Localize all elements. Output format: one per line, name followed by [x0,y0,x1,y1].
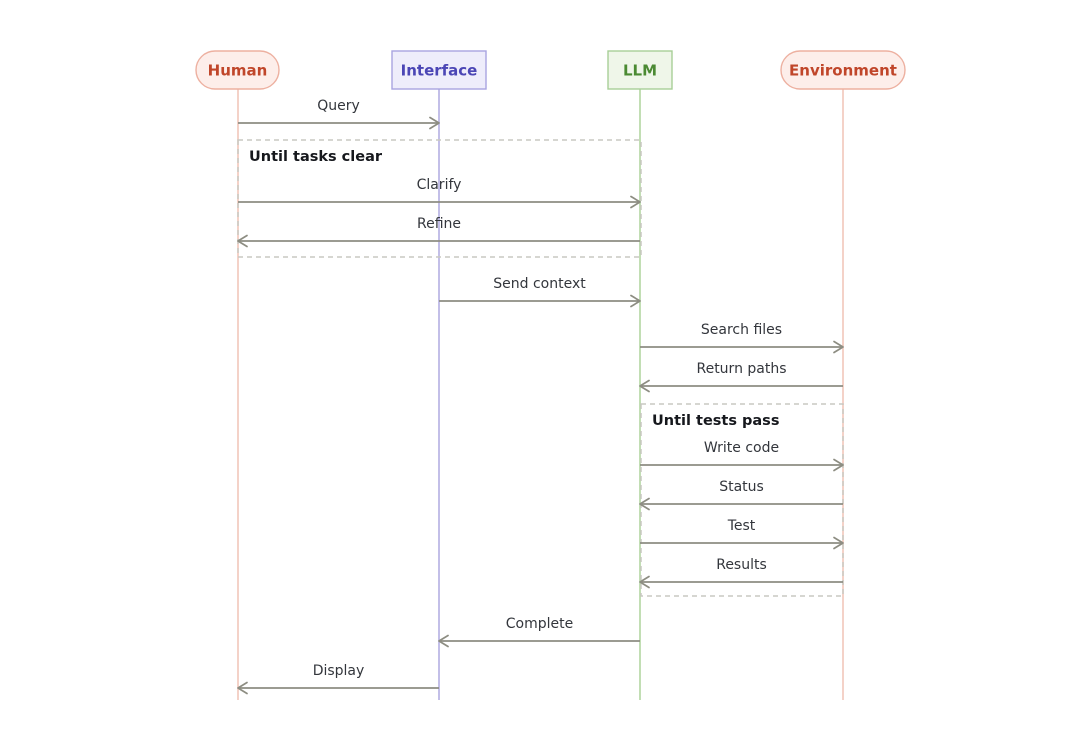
message-display: Display [237,663,439,695]
actor-label-interface: Interface [401,62,478,80]
message-status: Status [639,479,843,511]
message-label-refine: Refine [417,216,461,232]
message-return-paths: Return paths [639,361,843,393]
message-write-code: Write code [640,440,844,472]
message-arrowhead-clarify [630,195,641,209]
message-label-display: Display [313,663,365,679]
message-query: Query [238,98,440,130]
loop-title-until-tasks-clear: Until tasks clear [249,149,383,165]
message-refine: Refine [237,216,640,248]
actor-label-llm: LLM [623,62,657,80]
message-arrowhead-complete [438,634,449,648]
message-arrowhead-refine [237,234,248,248]
message-clarify: Clarify [238,177,641,209]
actor-box-environment[interactable] [780,50,906,90]
message-label-query: Query [317,98,360,114]
actor-label-human: Human [208,62,268,80]
message-label-complete: Complete [506,616,573,632]
message-label-send-context: Send context [493,276,586,292]
message-search-files: Search files [640,322,844,354]
message-label-results: Results [716,557,767,573]
actor-header-human[interactable]: Human [195,50,280,90]
loop-fragment-until-tests-pass [640,403,844,597]
actor-box-llm[interactable] [607,50,673,90]
message-arrowhead-return-paths [639,379,650,393]
actor-box-interface[interactable] [391,50,487,90]
actor-box-human[interactable] [195,50,280,90]
actor-header-llm[interactable]: LLM [607,50,673,90]
message-arrowhead-send-context [630,294,641,308]
loop-fragment-until-tasks-clear [237,139,642,258]
message-label-test: Test [727,518,756,534]
message-label-clarify: Clarify [417,177,462,193]
lifelines-layer [237,89,844,700]
message-arrowhead-write-code [833,458,844,472]
actor-label-environment: Environment [789,62,897,80]
message-results: Results [639,557,843,589]
message-arrowhead-results [639,575,650,589]
message-complete: Complete [438,616,640,648]
loop-title-until-tests-pass: Until tests pass [652,413,779,429]
message-arrowhead-query [429,116,440,130]
message-test: Test [640,518,844,550]
message-label-status: Status [719,479,764,495]
message-arrowhead-search-files [833,340,844,354]
message-label-return-paths: Return paths [696,361,786,377]
message-arrowhead-display [237,681,248,695]
message-arrowhead-test [833,536,844,550]
message-label-search-files: Search files [701,322,782,338]
actor-header-environment[interactable]: Environment [780,50,906,90]
message-send-context: Send context [439,276,641,308]
message-label-write-code: Write code [704,440,779,456]
message-arrowhead-status [639,497,650,511]
actor-header-interface[interactable]: Interface [391,50,487,90]
actor-headers-layer: Human Interface LLM Environment [195,50,906,90]
